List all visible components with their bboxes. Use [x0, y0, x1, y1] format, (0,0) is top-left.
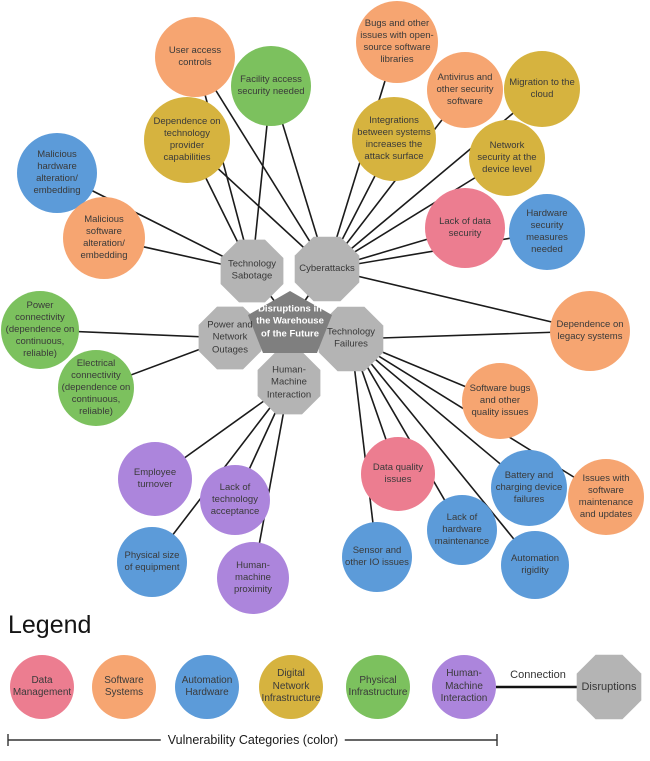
vulnerability-circle: Migration to the cloud: [504, 51, 580, 127]
disruption-label-cyberattacks: Cyberattacks: [299, 262, 355, 274]
connection-line: [326, 88, 543, 270]
vulnerability-circle: Bugs and other issues with open-source s…: [356, 1, 438, 83]
legend-disruptions-octagon: [576, 654, 642, 720]
legend-title: Legend: [8, 611, 92, 639]
vulnerability-circle: Antivirus and other security software: [427, 52, 503, 128]
vulnerability-circle: Data quality issues: [361, 437, 435, 511]
disruption-label-tech-sabotage: Technology Sabotage: [227, 258, 277, 282]
legend-category-circle: Data Management: [10, 655, 74, 719]
connection-line: [194, 56, 328, 270]
disruption-label-power-outages: Power and Network Outages: [207, 319, 253, 356]
vulnerability-circle: Network security at the device level: [469, 120, 545, 196]
vulnerability-circle: Automation rigidity: [501, 531, 569, 599]
vulnerability-circle: Sensor and other IO issues: [342, 522, 412, 592]
legend-disruptions-label: Disruptions: [581, 680, 637, 693]
connection-line: [350, 338, 463, 531]
vulnerability-categories-label: Vulnerability Categories (color): [160, 733, 346, 747]
center-pentagon-label: Disruptions in the Warehouse of the Futu…: [256, 303, 324, 340]
vulnerability-circle: Employee turnover: [118, 442, 192, 516]
legend-category-circle: Automation Hardware: [175, 655, 239, 719]
vulnerability-circle: Electrical connectivity (dependence on c…: [58, 350, 134, 426]
vulnerability-circle: Lack of technology acceptance: [200, 465, 270, 535]
disruption-label-tech-failures: Technology Failures: [326, 326, 376, 350]
disruption-octagon-tech-failures: [318, 306, 384, 372]
disruption-octagon-hmi: [257, 351, 321, 415]
vulnerability-circle: Malicious hardware alteration/ embedding: [17, 133, 97, 213]
connection-line: [326, 268, 591, 332]
vulnerability-circle: Hardware security measures needed: [509, 194, 585, 270]
legend-category-circle: Physical Infrastructure: [346, 655, 410, 719]
legend-category-circle: Human-Machine Interaction: [432, 655, 496, 719]
vulnerability-circle: Issues with software maintenance and upd…: [568, 459, 644, 535]
disruption-octagon-cyberattacks: [294, 236, 360, 302]
center-pentagon: [248, 291, 332, 353]
disruption-octagon-power-outages: [198, 306, 262, 370]
disruption-octagon-tech-sabotage: [220, 239, 284, 303]
vulnerability-circle: User access controls: [155, 17, 235, 97]
legend-category-circle: Software Systems: [92, 655, 156, 719]
connection-line: [350, 338, 536, 566]
disruption-label-hmi: Human-Machine Interaction: [266, 364, 312, 401]
vulnerability-circle: Integrations between systems increases t…: [352, 97, 436, 181]
connection-legend-label: Connection: [510, 669, 566, 681]
vulnerability-circle: Lack of hardware maintenance: [427, 495, 497, 565]
connection-line: [350, 338, 378, 558]
vulnerability-circle: Human-machine proximity: [217, 542, 289, 614]
vulnerability-circle: Dependence on technology provider capabi…: [144, 97, 230, 183]
vulnerability-circle: Physical size of equipment: [117, 527, 187, 597]
vulnerability-circle: Lack of data security: [425, 188, 505, 268]
vulnerability-circle: Dependence on legacy systems: [550, 291, 630, 371]
vulnerability-circle: Malicious software alteration/ embedding: [63, 197, 145, 279]
legend-category-circle: Digital Network Infrastructure: [259, 655, 323, 719]
vulnerability-circle: Power connectivity (dependence on contin…: [1, 291, 79, 369]
vulnerability-circle: Software bugs and other quality issues: [462, 363, 538, 439]
vulnerability-circle: Battery and charging device failures: [491, 450, 567, 526]
vulnerability-circle: Facility access security needed: [231, 46, 311, 126]
